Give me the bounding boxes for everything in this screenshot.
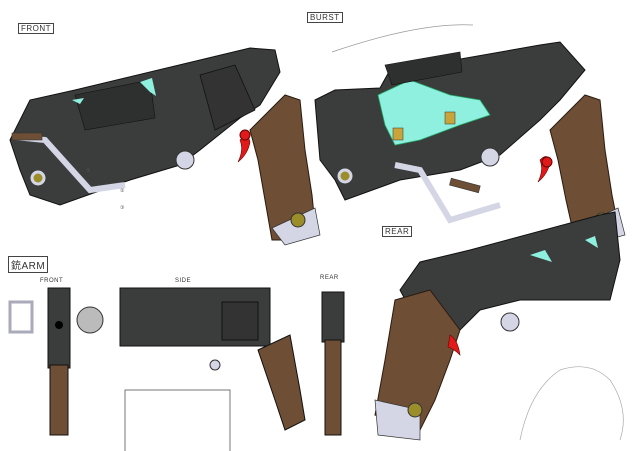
accent-light [585,236,598,248]
step-1-marker: ① [86,168,91,174]
bore [55,321,63,329]
barrel-top-plate [74,79,156,131]
lever-front [8,300,34,334]
accent-light [530,250,552,262]
accent-light [72,98,84,104]
lever-handle [11,132,43,141]
trigger-note-box [124,389,231,451]
hand-sketch [519,366,624,441]
muzzle [337,168,353,184]
cylinder [199,64,256,131]
view-label-burst: BURST [307,12,343,23]
side-view-cylinder [221,301,259,341]
revolver-rear-view [374,211,624,441]
front-view-grip [49,364,69,436]
side-view-grip [257,334,306,431]
lever-arm [394,162,501,224]
trigger [447,334,461,356]
rear-view-grip [324,339,342,436]
accent-light [140,78,156,96]
release-dial [500,312,520,332]
side-view-dial [209,359,221,371]
step-3-marker: ③ [120,205,125,211]
gold-coupler [392,127,404,141]
cylinder-face [76,306,104,334]
grip [374,289,461,431]
barrel [9,47,281,206]
trigger-pin [541,156,553,168]
burst-top-plate [384,51,463,86]
rear-view-body [321,291,345,343]
release-dial [175,150,195,170]
trigger-pin [239,129,251,141]
revolver-front-view [9,47,321,246]
gold-coupler [444,111,456,125]
grip-screw [290,212,306,228]
burst-mechanism [377,79,491,146]
lever-handle [449,177,481,194]
muzzle [30,170,46,186]
step-2-marker: ② [120,188,125,194]
view-label-front: FRONT [18,23,55,34]
sub-label-side: SIDE [175,278,192,284]
sub-label-front: FRONT [40,278,64,284]
sub-label-rear: REAR [320,275,339,281]
design-title: 銃ARM [8,256,49,273]
revolver-burst-view [314,24,626,246]
release-dial [480,147,500,167]
orthographic-views [8,287,345,451]
grip-screw [407,402,423,418]
motion-arrow [331,24,474,53]
view-label-rear: REAR [382,226,413,237]
